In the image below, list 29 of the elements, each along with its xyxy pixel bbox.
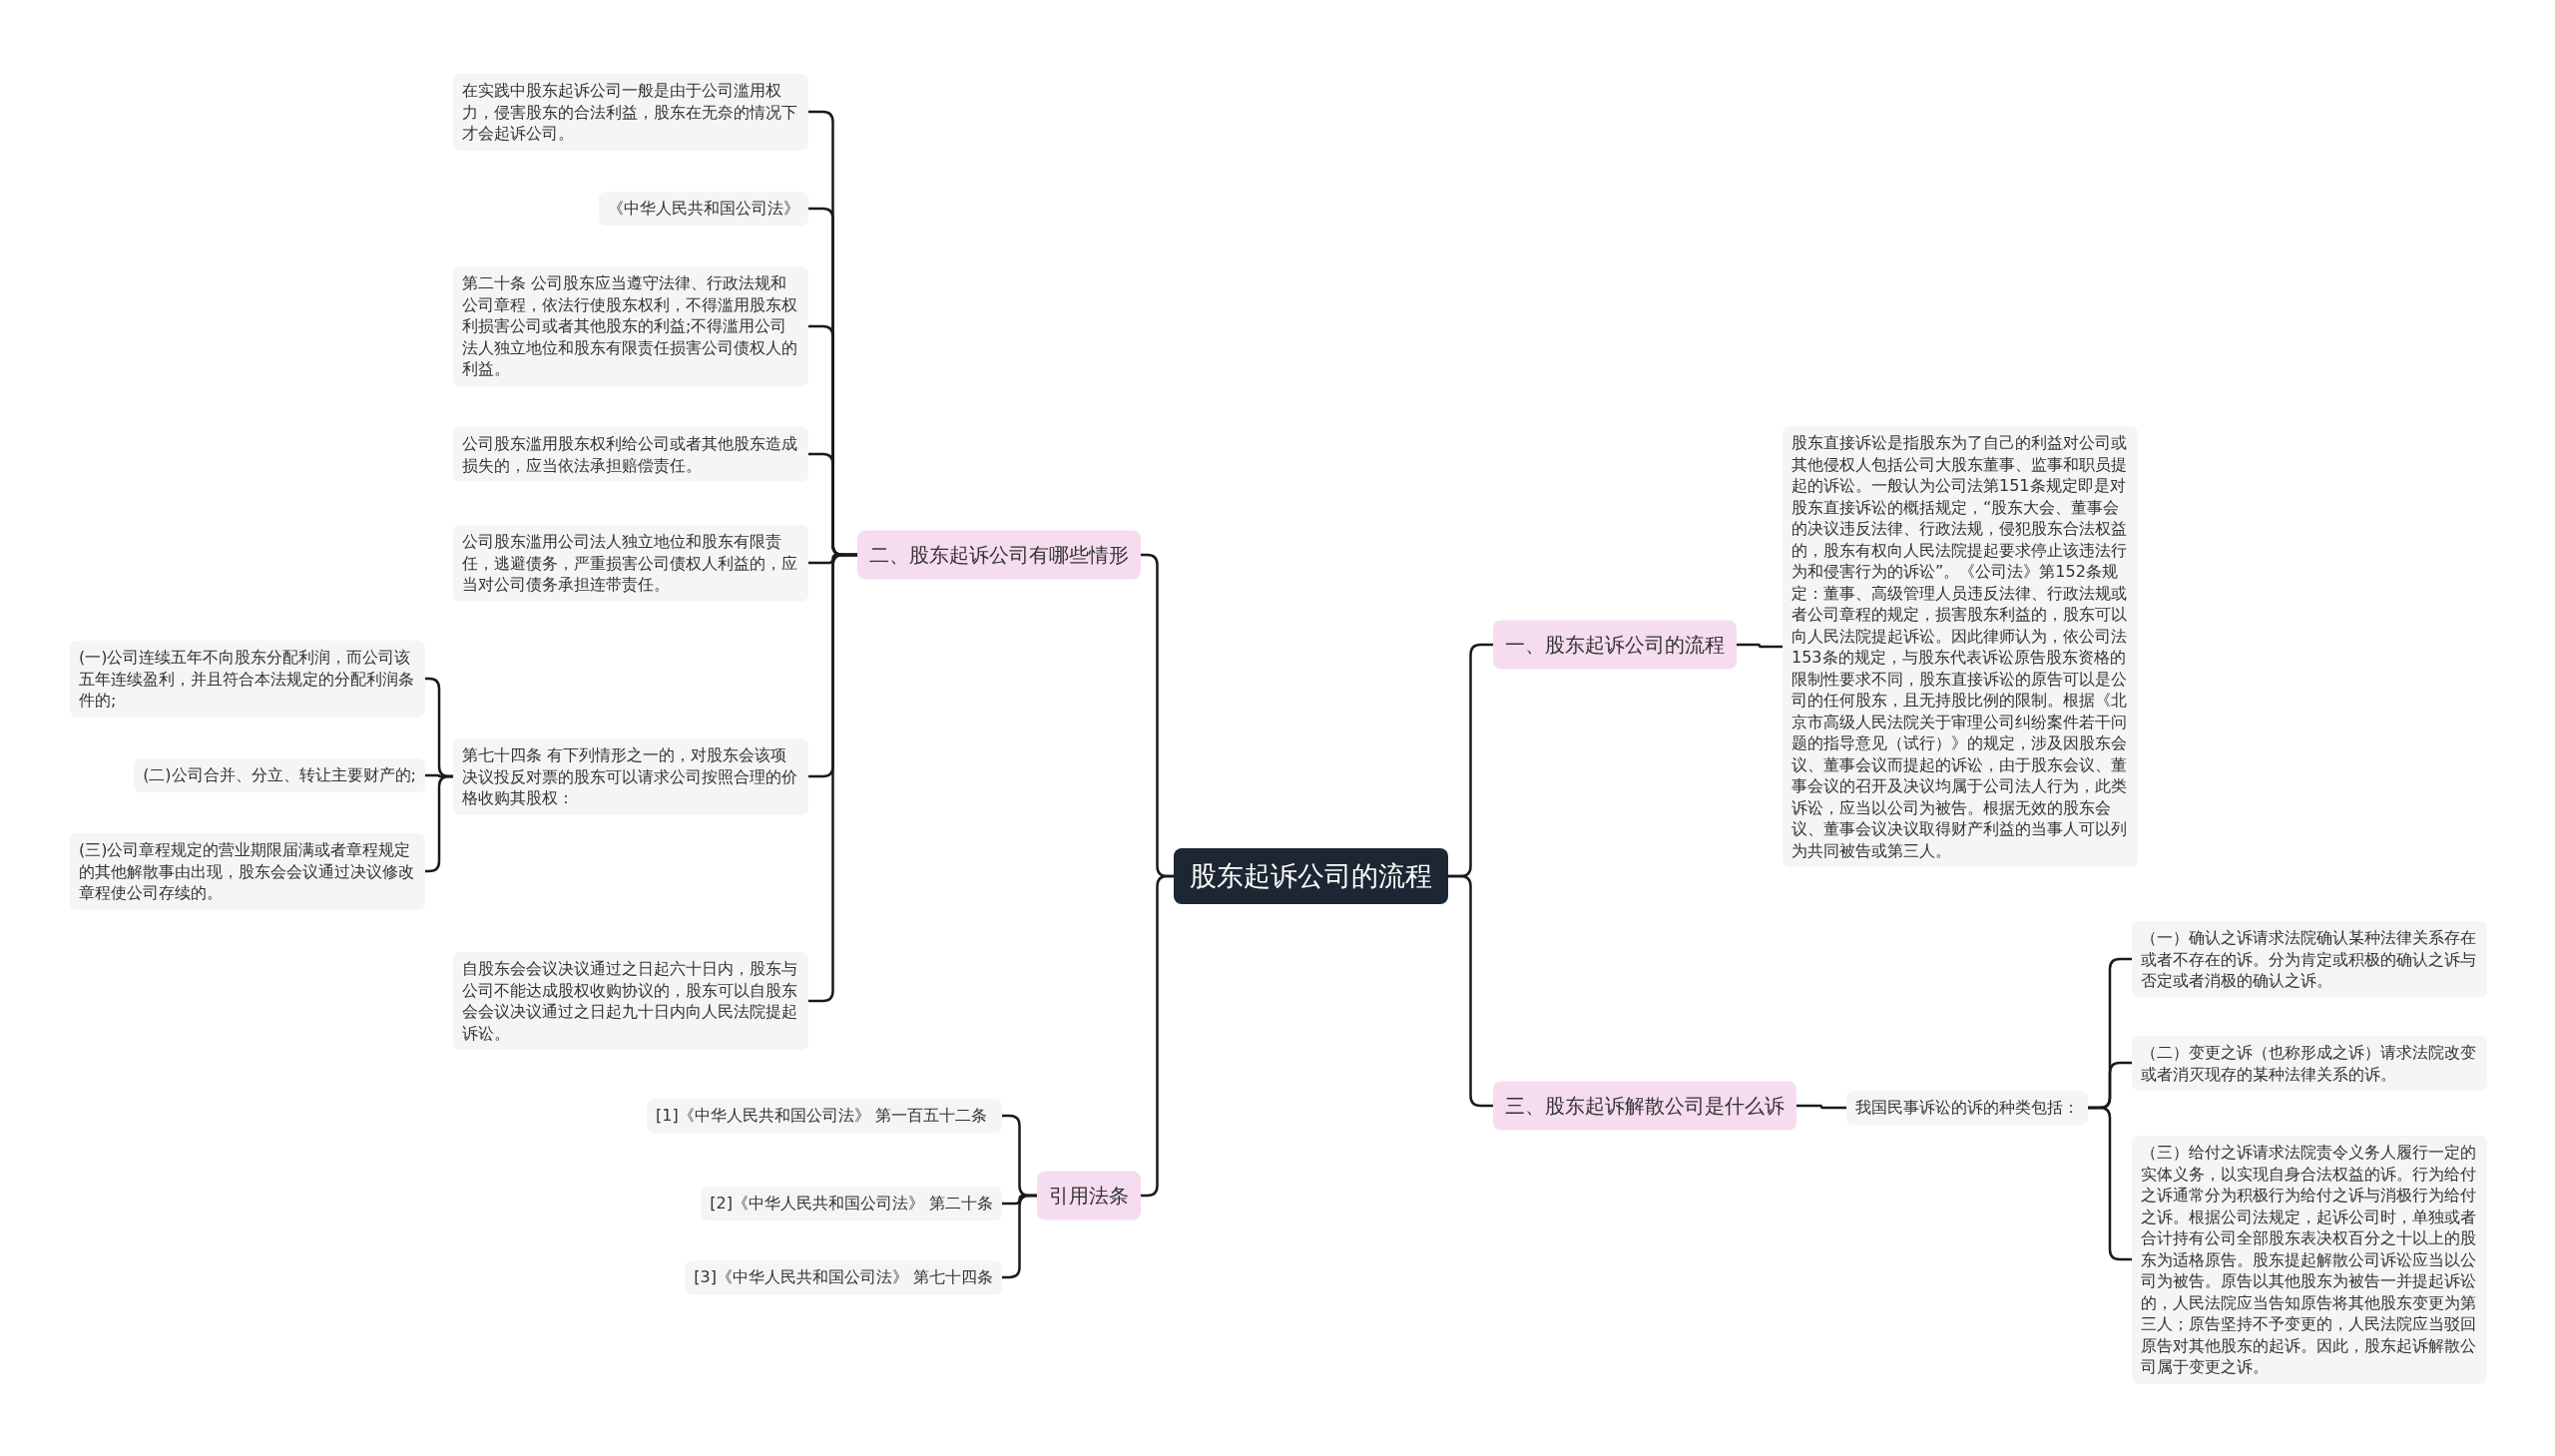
text-card: 在实践中股东起诉公司一般是由于公司滥用权力，侵害股东的合法利益，股东在无奈的情况下才会起诉公司。 [453,73,808,151]
connector-line [808,553,857,1003]
text-card: (一)公司连续五年不向股东分配利润，而公司该五年连续盈利，并且符合本法规定的分配利润条件的; [70,640,425,718]
text-card: 第二十条 公司股东应当遵守法律、行政法规和公司章程，依法行使股东权利，不得滥用股东权利损害公司或者其他股东的利益;不得滥用公司法人独立地位和股东有限责任损害公司债权人的利益。 [453,266,808,386]
branch-topic: 一、股东起诉公司的流程 [1493,620,1737,670]
text-card: （二）变更之诉（也称形成之诉）请求法院改变或者消灭现存的某种法律关系的诉。 [2132,1035,2487,1091]
text-card: [3]《中华人民共和国公司法》 第七十四条 [685,1260,1002,1294]
connector-line [1737,643,1783,649]
text-card: （三）给付之诉请求法院责令义务人履行一定的实体义务，以实现自身合法权益的诉。行为给付之诉通常分为积极行为给付之诉与消极行为给付之诉。根据公司法规定，起诉公司时，单独或者合计持有公司全部股东表决权百分之十以上的股东为适格原告。股东提起解散公司诉讼应当以公司为被告。原告以其他股东为被告一并提起诉讼的，人民法院应当告知原告将其他股东变更为第三人；原告坚持不予变更的，人民法院应当驳回原告对其他股东的起诉。因此，股东起诉解散公司属于变更之诉。 [2132,1135,2487,1384]
text-card: 自股东会会议决议通过之日起六十日内，股东与公司不能达成股权收购协议的，股东可以自股东会会议决议通过之日起九十日内向人民法院提起诉讼。 [453,952,808,1050]
connector-line [2088,1106,2132,1261]
connector-line [1448,874,1493,1108]
connector-line [1796,1104,1846,1110]
branch-topic: 引用法条 [1037,1171,1141,1220]
text-card: 第七十四条 有下列情形之一的，对股东会该项决议投反对票的股东可以请求公司按照合理的价格收购其股权： [453,737,808,815]
text-card: 公司股东滥用股东权利给公司或者其他股东造成损失的，应当依法承担赔偿责任。 [453,426,808,482]
branch-topic: 二、股东起诉公司有哪些情形 [857,530,1141,580]
text-card: 我国民事诉讼的诉的种类包括： [1846,1091,2088,1125]
text-card: 公司股东滥用公司法人独立地位和股东有限责任，逃避债务，严重损害公司债权人利益的，应当对公司债务承担连带责任。 [453,524,808,602]
text-card: 《中华人民共和国公司法》 [599,192,808,226]
text-card: (二)公司合并、分立、转让主要财产的; [134,758,425,792]
root-topic: 股东起诉公司的流程 [1174,848,1448,904]
text-card: [2]《中华人民共和国公司法》 第二十条 [701,1187,1002,1220]
connector-line [1141,874,1174,1198]
text-card: [1]《中华人民共和国公司法》 第一百五十二条 [647,1099,1002,1133]
text-card: （一）确认之诉请求法院确认某种法律关系存在或者不存在的诉。分为肯定或积极的确认之诉与否定或者消极的确认之诉。 [2132,920,2487,998]
text-card: (三)公司章程规定的营业期限届满或者章程规定的其他解散事由出现，股东会会议通过决议修改章程使公司存续的。 [70,832,425,910]
text-card: 股东直接诉讼是指股东为了自己的利益对公司或其他侵权人包括公司大股东董事、监事和职员提起的诉讼。一般认为公司法第151条规定即是对股东直接诉讼的概括规定，“股东大会、董事会的决议违反法律、行政法规，侵犯股东合法权益的，股东有权向人民法院提起要求停止该违法行为和侵害行为的诉讼”。《公司法》第152条规定：董事、高级管理人员违反法律、行政法规或者公司章程的规定，损害股东利益的，股东可以向人民法院提起诉讼。因此律师认为，依公司法153条的规定，与股东代表诉讼原告股东资格的限制性要求不同，股东直接诉讼的原告可以是公司的任何股东，且无持股比例的限制。根据《北京市高级人民法院关于审理公司纠纷案件若干问题的指导意见（试行）》的规定，涉及因股东会议、董事会议而提起的诉讼，由于股东会议、董事会议的召开及决议均属于公司法人行为，此类诉讼，应当以公司为被告。根据无效的股东会议、董事会议决议取得财产利益的当事人可以列为共同被告或第三人。 [1783,426,2138,867]
branch-topic: 三、股东起诉解散公司是什么诉 [1493,1081,1796,1131]
